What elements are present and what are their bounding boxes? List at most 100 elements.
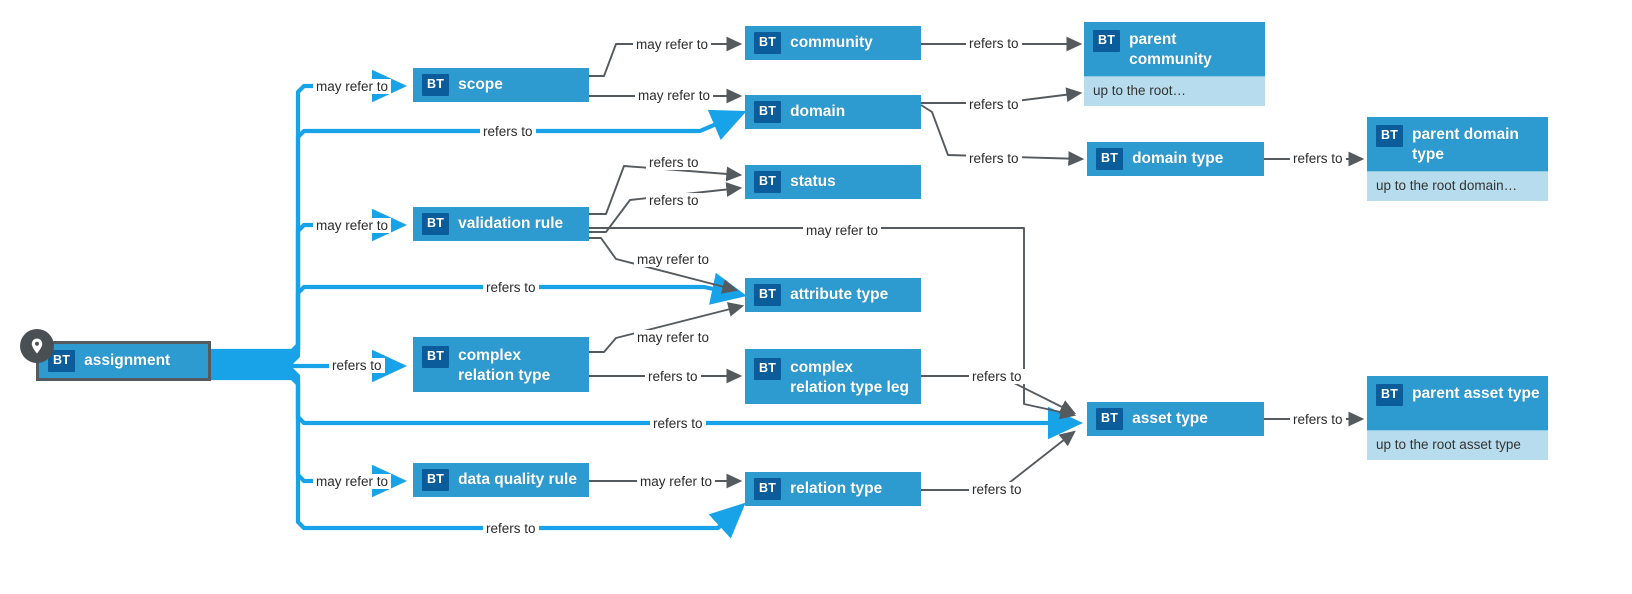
node-parent-domain-type[interactable]: BT parent domain type up to the root dom… — [1367, 117, 1548, 201]
bt-badge-icon: BT — [754, 101, 782, 123]
node-header: BT validation rule — [413, 207, 589, 241]
bt-badge-icon: BT — [754, 358, 782, 380]
edge-label-assignment-validation-rule: may refer to — [313, 218, 392, 233]
node-relation-type[interactable]: BT relation type — [745, 472, 921, 506]
edge-label-crt-attribute-type: may refer to — [634, 330, 713, 345]
node-asset-type[interactable]: BT asset type — [1087, 402, 1264, 436]
bt-badge-icon: BT — [422, 74, 450, 96]
node-subtitle: up to the root… — [1084, 76, 1265, 106]
edge-label-assignment-asset-type: refers to — [650, 416, 706, 431]
edge-label-assignment-complex-relation-type: refers to — [329, 358, 385, 373]
bt-badge-icon: BT — [422, 213, 450, 235]
edge-label-relation-type-asset-type: refers to — [969, 482, 1025, 497]
edge-label-domain-domain-type: refers to — [966, 97, 1022, 112]
edge-label-dqr-relation-type: may refer to — [637, 474, 716, 489]
node-title: parent domain type — [1412, 126, 1519, 163]
node-header: BT relation type — [745, 472, 921, 506]
node-title: parent community — [1129, 31, 1212, 68]
bt-badge-icon: BT — [754, 171, 782, 193]
node-header: BT domain — [745, 95, 921, 129]
edge-label-scope-domain: may refer to — [635, 88, 714, 103]
edge-label-scope-community: may refer to — [633, 37, 712, 52]
bt-badge-icon: BT — [1096, 408, 1124, 430]
node-title: data quality rule — [458, 471, 577, 488]
node-title: relation type — [790, 480, 883, 497]
node-title: domain type — [1132, 150, 1224, 167]
node-scope[interactable]: BT scope — [413, 68, 589, 102]
edge-label-assignment-relation-type: refers to — [483, 521, 539, 536]
location-pin-icon — [20, 329, 54, 363]
node-status[interactable]: BT status — [745, 165, 921, 199]
bt-badge-icon: BT — [754, 32, 782, 54]
edge-label-community-parent-community: refers to — [966, 36, 1022, 51]
bt-badge-icon: BT — [1376, 125, 1404, 147]
node-header: BT scope — [413, 68, 589, 102]
node-title: attribute type — [790, 286, 889, 303]
node-title: status — [790, 173, 836, 190]
node-title: scope — [458, 76, 503, 93]
node-header: BT attribute type — [745, 278, 921, 312]
node-assignment[interactable]: BT assignment — [36, 341, 211, 381]
edge-label-assignment-data-quality-rule: may refer to — [313, 474, 392, 489]
highlight-edges — [211, 69, 1084, 539]
bt-badge-icon: BT — [422, 346, 450, 368]
node-header: BT parent asset type — [1367, 376, 1548, 430]
node-data-quality-rule[interactable]: BT data quality rule — [413, 463, 589, 497]
node-header: BT assignment — [39, 344, 208, 378]
bt-badge-icon: BT — [754, 478, 782, 500]
node-title: complex relation type — [458, 347, 551, 384]
edge-label-asset-type-parent-asset-type: refers to — [1290, 412, 1346, 427]
edge-crt-attribute-type — [589, 302, 745, 353]
edge-validation-rule-status-a — [589, 165, 743, 215]
edge-label-validation-rule-attribute-type: may refer to — [634, 252, 713, 267]
node-domain[interactable]: BT domain — [745, 95, 921, 129]
node-community[interactable]: BT community — [745, 26, 921, 60]
bt-badge-icon: BT — [1096, 148, 1124, 170]
node-complex-relation-type[interactable]: BT complex relation type — [413, 337, 589, 392]
edge-label-crt-crtleg: refers to — [645, 369, 701, 384]
node-title: validation rule — [458, 215, 564, 232]
node-parent-community[interactable]: BT parent community up to the root… — [1084, 22, 1265, 106]
node-validation-rule[interactable]: BT validation rule — [413, 207, 589, 241]
bt-badge-icon: BT — [754, 284, 782, 306]
edge-label-assignment-scope: may refer to — [313, 79, 392, 94]
node-parent-asset-type[interactable]: BT parent asset type up to the root asse… — [1367, 376, 1548, 460]
node-header: BT domain type — [1087, 142, 1264, 176]
node-title: domain — [790, 103, 846, 120]
node-header: BT community — [745, 26, 921, 60]
node-header: BT data quality rule — [413, 463, 589, 497]
node-title: complex relation type leg — [790, 359, 909, 396]
node-title: parent asset type — [1412, 385, 1540, 402]
node-header: BT parent domain type — [1367, 117, 1548, 171]
node-subtitle: up to the root asset type — [1367, 430, 1548, 460]
node-domain-type[interactable]: BT domain type — [1087, 142, 1264, 176]
node-header: BT complex relation type leg — [745, 349, 921, 404]
edge-assignment-domain — [211, 109, 747, 358]
node-title: community — [790, 34, 873, 51]
edge-label-crtleg-asset-type: refers to — [969, 369, 1025, 384]
bt-badge-icon: BT — [48, 350, 76, 372]
edge-assignment-data-quality-rule — [211, 371, 408, 498]
node-attribute-type[interactable]: BT attribute type — [745, 278, 921, 312]
node-title: asset type — [1132, 410, 1208, 427]
node-title: assignment — [84, 352, 171, 369]
edge-assignment-validation-rule — [211, 208, 408, 361]
edge-label-assignment-attribute-type: refers to — [483, 280, 539, 295]
bt-badge-icon: BT — [422, 469, 450, 491]
node-subtitle: up to the root domain… — [1367, 171, 1548, 201]
edge-assignment-attribute-type — [211, 272, 747, 365]
edge-label-validation-rule-status-b: refers to — [646, 193, 702, 208]
edge-label-validation-rule-asset-type: may refer to — [803, 223, 882, 238]
edge-validation-rule-attribute-type — [589, 237, 739, 294]
node-header: BT asset type — [1087, 402, 1264, 436]
edge-label-domain-to-domain-type: refers to — [966, 151, 1022, 166]
node-header: BT status — [745, 165, 921, 199]
edge-label-validation-rule-status-a: refers to — [646, 155, 702, 170]
node-header: BT parent community — [1084, 22, 1265, 76]
bt-badge-icon: BT — [1376, 384, 1404, 406]
bt-badge-icon: BT — [1093, 30, 1121, 52]
edge-label-assignment-domain: refers to — [480, 124, 536, 139]
edge-label-domain-type-parent-domain-type: refers to — [1290, 151, 1346, 166]
node-complex-relation-type-leg[interactable]: BT complex relation type leg — [745, 349, 921, 404]
